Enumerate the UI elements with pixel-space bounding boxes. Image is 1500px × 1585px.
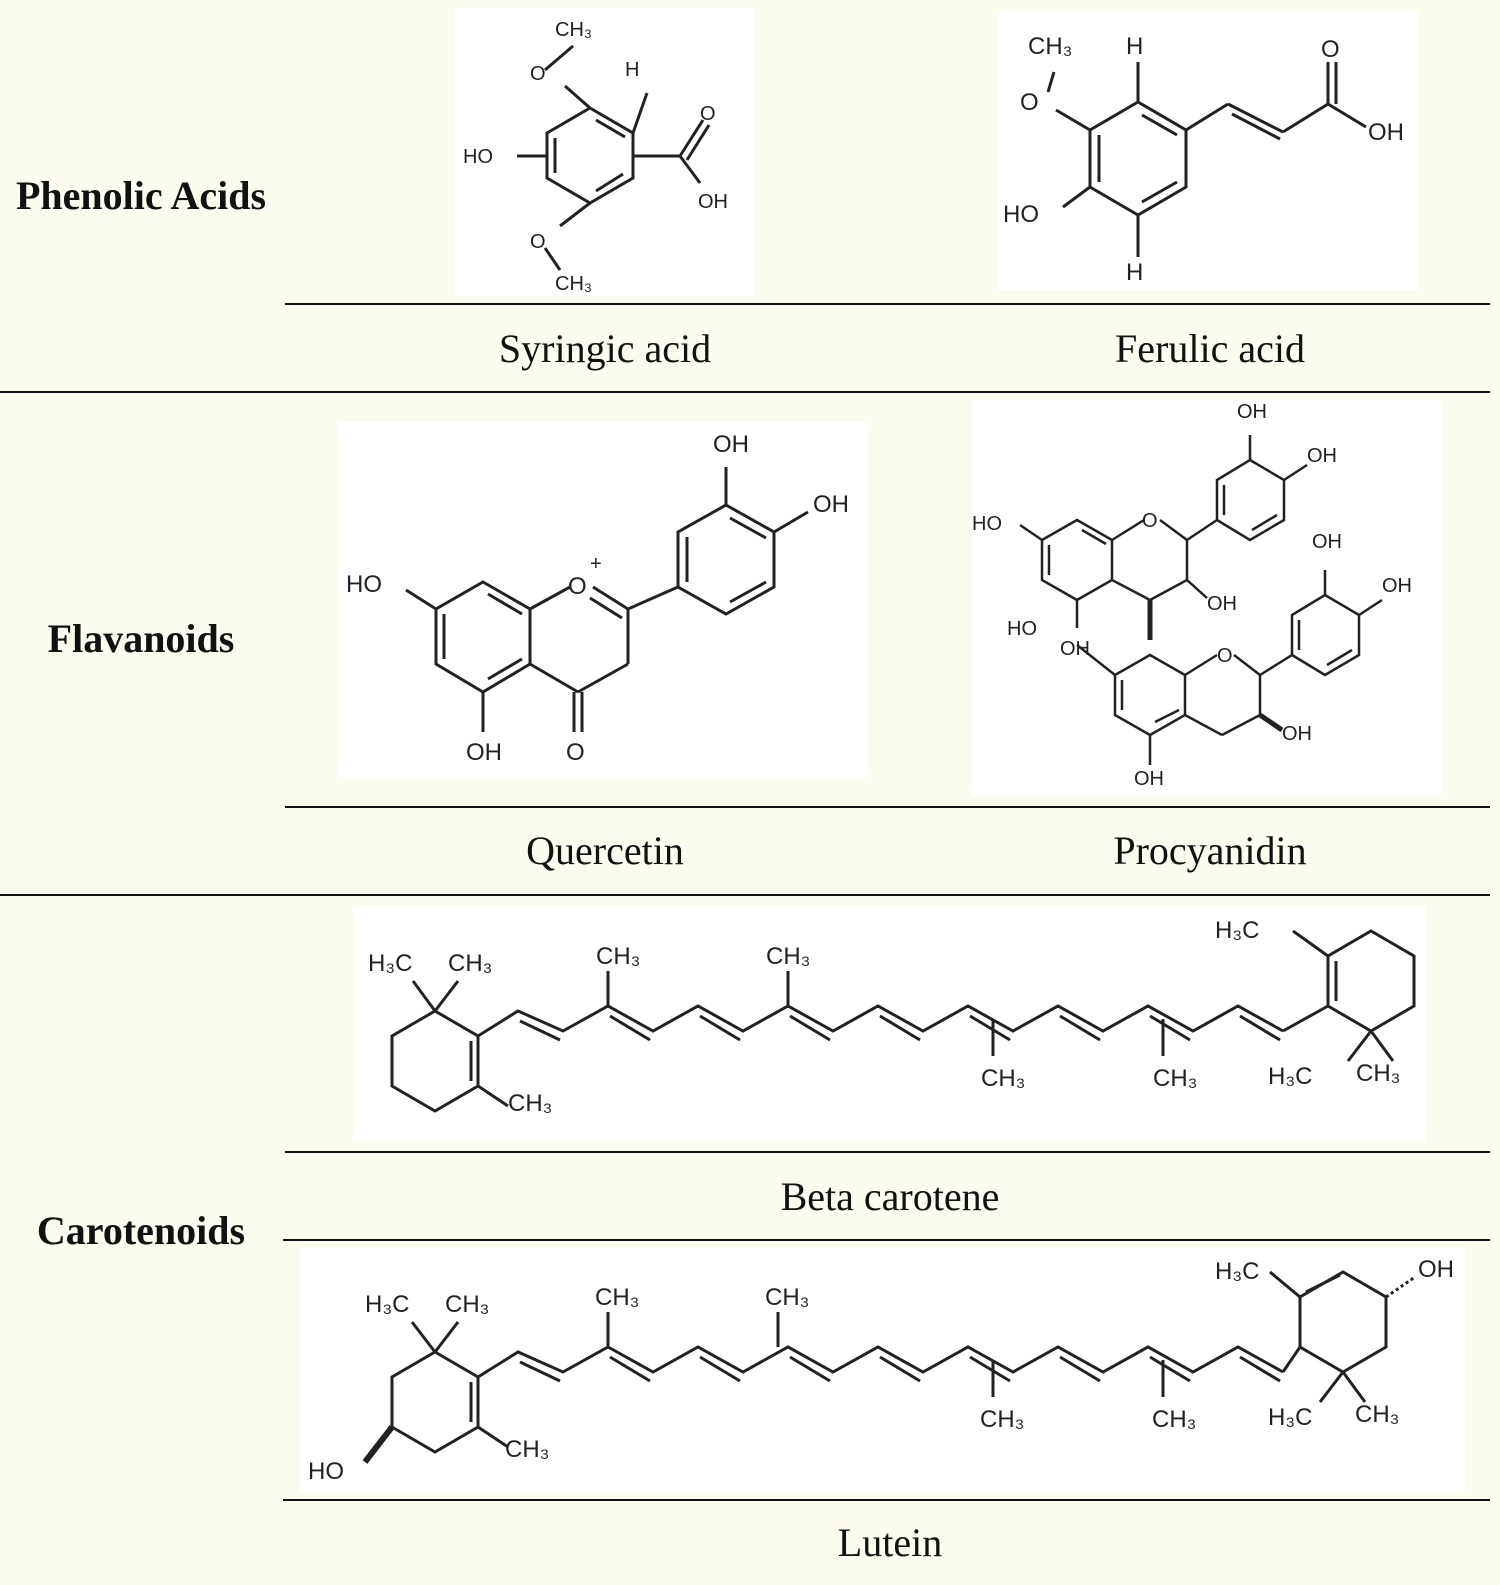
atom-label: CH₃ <box>596 943 640 970</box>
structure-procyanidin: HO O OH OH OH HO OH O OH OH OH OH <box>972 400 1442 795</box>
compound-name-procyanidin: Procyanidin <box>1113 828 1307 873</box>
atom-label: O <box>1217 645 1233 667</box>
atom-label: CH₃ <box>1153 1065 1197 1092</box>
atom-label: CH₃ <box>508 1090 552 1117</box>
compound-name-syringic-acid: Syringic acid <box>498 326 712 371</box>
category-flavanoids: Flavanoids <box>47 616 235 661</box>
atom-label: HO <box>463 146 493 168</box>
atom-label: CH₃ <box>981 1065 1025 1092</box>
atom-label: OH <box>1134 768 1164 790</box>
atom-label: HO <box>346 571 382 598</box>
rule-phenolic-section <box>0 391 1490 393</box>
rule-flavanoid-structures <box>285 806 1490 808</box>
category-phenolic-acids: Phenolic Acids <box>15 173 267 218</box>
atom-label: O <box>1142 510 1158 532</box>
atom-label: CH₃ <box>1355 1401 1399 1428</box>
atom-label: CH₃ <box>555 273 592 295</box>
atom-label: CH₃ <box>1152 1406 1196 1433</box>
atom-label: H₃C <box>368 950 412 977</box>
atom-label: O <box>566 739 585 766</box>
atom-label: O <box>700 103 716 125</box>
beta-carotene-svg: H₃C CH₃ CH₃ CH₃ CH₃ CH₃ CH₃ H₃C H₃C CH₃ <box>368 917 1416 1117</box>
atom-label: OH <box>1060 638 1090 660</box>
atom-label: OH <box>1307 445 1337 467</box>
atom-label: O <box>530 231 546 253</box>
structure-lutein: H₃C CH₃ CH₃ HO CH₃ CH₃ CH₃ CH₃ H₃C OH H₃… <box>300 1247 1465 1492</box>
atom-label: OH <box>1382 575 1412 597</box>
atom-label: OH <box>813 491 849 518</box>
atom-label: CH₃ <box>555 19 592 41</box>
atom-label: CH₃ <box>1356 1060 1400 1087</box>
atom-label: H₃C <box>1268 1404 1312 1431</box>
compound-name-quercetin: Quercetin <box>526 828 684 873</box>
atom-label: CH₃ <box>1028 33 1072 60</box>
structure-beta-carotene: H₃C CH₃ CH₃ CH₃ CH₃ CH₃ CH₃ H₃C H₃C CH₃ <box>353 906 1426 1141</box>
atom-label: OH <box>1368 119 1404 146</box>
atom-label: O <box>1321 36 1340 63</box>
atom-label: CH₃ <box>595 1284 639 1311</box>
atom-label: HO <box>1003 201 1039 228</box>
atom-label: HO <box>308 1458 344 1485</box>
atom-label: OH <box>698 191 728 213</box>
atom-label: H₃C <box>1268 1063 1312 1090</box>
procyanidin-svg: HO O OH OH OH HO OH O OH OH OH OH <box>972 401 1412 790</box>
rule-beta-carotene-name <box>283 1239 1490 1241</box>
atom-label: HO <box>972 513 1002 535</box>
compound-name-ferulic-acid: Ferulic acid <box>1115 326 1305 371</box>
atom-label: CH₃ <box>980 1406 1024 1433</box>
atom-label: CH₃ <box>765 1284 809 1311</box>
atom-label: H <box>625 59 639 81</box>
rule-lutein-structure <box>283 1499 1490 1501</box>
category-carotenoids: Carotenoids <box>36 1208 246 1253</box>
atom-label: OH <box>1282 723 1312 745</box>
atom-label: H₃C <box>365 1291 409 1318</box>
atom-label: H <box>1126 259 1143 286</box>
atom-label: HO <box>1007 618 1037 640</box>
compound-name-beta-carotene: Beta carotene <box>780 1174 1000 1219</box>
lutein-svg: H₃C CH₃ CH₃ HO CH₃ CH₃ CH₃ CH₃ H₃C OH H₃… <box>308 1256 1454 1485</box>
atom-label: CH₃ <box>445 1291 489 1318</box>
atom-label: OH <box>1207 593 1237 615</box>
atom-label: H₃C <box>1215 917 1259 944</box>
structure-syringic-acid: CH₃ O H HO O OH O CH₃ <box>455 8 755 296</box>
atom-label: O <box>1020 89 1039 116</box>
atom-label: CH₃ <box>766 943 810 970</box>
quercetin-svg: HO O + OH O OH OH <box>346 431 849 766</box>
atom-label: CH₃ <box>448 950 492 977</box>
atom-label: O <box>568 573 587 600</box>
atom-label: H <box>1126 33 1143 60</box>
atom-label: OH <box>466 739 502 766</box>
atom-label: H₃C <box>1215 1258 1259 1285</box>
structure-ferulic-acid: CH₃ O H HO H O OH <box>998 12 1418 290</box>
rule-phenolic-structures <box>285 303 1490 305</box>
compound-name-lutein: Lutein <box>837 1520 943 1565</box>
atom-label: OH <box>1312 531 1342 553</box>
atom-label: O <box>530 63 546 85</box>
rule-flavanoid-section <box>0 894 1490 896</box>
atom-label: + <box>590 553 602 575</box>
ferulic-acid-svg: CH₃ O H HO H O OH <box>1003 33 1404 286</box>
atom-label: OH <box>713 431 749 458</box>
atom-label: OH <box>1418 1256 1454 1283</box>
structure-quercetin: HO O + OH O OH OH <box>338 422 868 777</box>
atom-label: OH <box>1237 401 1267 423</box>
syringic-acid-svg: CH₃ O H HO O OH O CH₃ <box>463 19 728 295</box>
atom-label: CH₃ <box>505 1436 549 1463</box>
rule-beta-carotene-structure <box>285 1151 1490 1153</box>
